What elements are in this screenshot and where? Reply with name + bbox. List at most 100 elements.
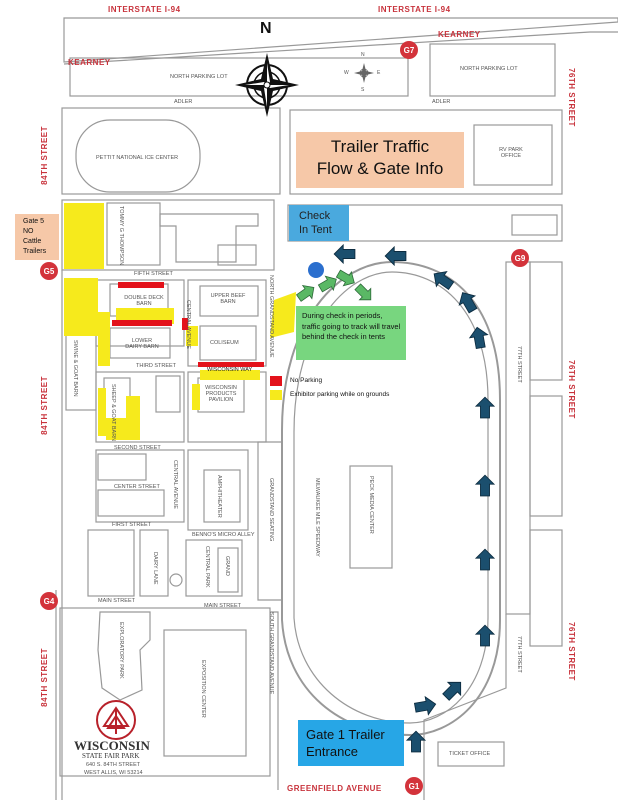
fair-logo-icon: [96, 700, 136, 740]
north-label: N: [260, 20, 272, 37]
legend-yellow-swatch: [270, 390, 282, 400]
gate5-line-3: Cattle: [23, 238, 42, 245]
bennos-label: BENNO'S MICRO ALLEY: [192, 532, 255, 538]
exposition-label: EXPOSITION CENTER: [200, 660, 206, 718]
second-street-label: SECOND STREET: [114, 445, 161, 451]
kearney-label-right: KEARNEY: [438, 30, 481, 39]
peck-label: PECK MEDIA CENTER: [368, 476, 374, 534]
exploratory-label: EXPLORATORY PARK: [118, 622, 124, 679]
adler-label-right: ADLER: [432, 99, 451, 105]
rv-park-label: RV PARK OFFICE: [499, 147, 523, 159]
kearney-label-left: KEARNEY: [68, 58, 111, 67]
traffic-note-box: During check in periods, traffic going t…: [296, 306, 406, 360]
double-deck-label: DOUBLE DECK BARN: [124, 295, 164, 307]
gate-4-badge: G4: [40, 592, 58, 610]
upper-beef-barn: [199, 285, 259, 317]
central-park-label: CENTRAL PARK: [204, 546, 210, 588]
street84-label-top: 84TH STREET: [40, 126, 49, 185]
gate-5-badge: G5: [40, 262, 58, 280]
main-street-right-label: MAIN STREET: [204, 603, 241, 609]
legend-red-swatch: [270, 376, 282, 386]
ice-center-label: PETTIT NATIONAL ICE CENTER: [96, 155, 179, 161]
title-line-2: Flow & Gate Info: [316, 159, 444, 178]
checkin-line-1: Check: [299, 210, 331, 222]
tommy-label: TOMMY G THOMPSON: [118, 206, 124, 266]
ticket-office-label: TICKET OFFICE: [449, 751, 491, 757]
adler-label-left: ADLER: [174, 99, 193, 105]
legend-no-parking: No Parking: [290, 377, 323, 384]
rose-s: S: [361, 87, 365, 93]
amphitheater-building: [203, 469, 241, 523]
street77-label-bottom: 77TH STREET: [516, 636, 522, 673]
rose-e: E: [377, 70, 381, 76]
products-label: WISCONSIN PRODUCTS PAVILION: [205, 385, 237, 403]
main-street-left-label: MAIN STREET: [98, 598, 135, 604]
check-in-marker: [308, 262, 324, 278]
street76-label-bottom: 76TH STREET: [567, 622, 576, 681]
exposition-center-building: [163, 629, 247, 757]
gate1-line-2: Entrance: [306, 744, 359, 759]
north-lot-right: [429, 43, 556, 97]
rv-park-building: [473, 124, 553, 186]
race-track-outer: [281, 260, 501, 737]
compass-rose-icon: [235, 53, 299, 117]
rose-n: N: [361, 52, 365, 58]
lower-dairy-label: LOWER DAIRY BARN: [125, 338, 159, 350]
gate-1-badge: G1: [405, 777, 423, 795]
ice-center-rink: [75, 119, 201, 193]
south-grandstand-label: SOUTH GRANDSTAND AVENUE: [268, 612, 274, 695]
title-box: Trailer Traffic Flow & Gate Info: [296, 132, 464, 188]
dairy-lane-label: DAIRY LANE: [152, 552, 158, 585]
central-ave-label-1: CENTRAL AVENUE: [185, 300, 191, 349]
central-ave-label-2: CENTRAL AVENUE: [172, 460, 178, 509]
no-parking-areas: [112, 282, 264, 367]
amphitheater-label: AMPHITHEATER: [216, 475, 222, 518]
rose-w: W: [344, 70, 349, 76]
street84-label-mid: 84TH STREET: [40, 376, 49, 435]
gate-9-badge: G9: [511, 249, 529, 267]
north-lot-left-label: NORTH PARKING LOT: [170, 74, 228, 80]
north-grandstand-label: NORTH GRANDSTAND AVENUE: [268, 275, 274, 358]
gate1-line-1: Gate 1 Trailer: [306, 727, 385, 742]
center-street-label: CENTER STREET: [114, 484, 160, 490]
gate5-line-2: NO: [23, 228, 34, 235]
logo-sub: STATE FAIR PARK: [82, 752, 140, 760]
exhibitor-parking-areas: [64, 203, 296, 440]
upper-beef-label: UPPER BEEF BARN: [210, 293, 246, 305]
gate5-note-box: Gate 5 NO Cattle Trailers: [15, 214, 59, 260]
north-lot-right-label: NORTH PARKING LOT: [460, 66, 518, 72]
grandstand-seating-label: GRANDSTAND SEATING: [268, 478, 274, 542]
fifth-street-label: FIFTH STREET: [134, 271, 173, 277]
sheep-label: SHEEP & GOAT BARN: [110, 384, 116, 442]
third-street-label: THIRD STREET: [136, 363, 177, 369]
check-in-box: Check In Tent: [289, 205, 349, 241]
small-compass-icon: [354, 63, 374, 83]
checkin-line-2: In Tent: [299, 224, 332, 236]
peck-media-building: [349, 465, 393, 569]
logo-address-1: 640 S. 84TH STREET: [86, 762, 141, 768]
ticket-office-building: [437, 741, 505, 767]
speedway-label: MILWAUKEE MILE SPEEDWAY: [314, 478, 320, 557]
coliseum: [199, 325, 257, 361]
interstate-strip: [63, 17, 618, 63]
logo-name: WISCONSIN: [74, 738, 150, 753]
ice-center-block: [61, 107, 281, 195]
interstate-label-left: INTERSTATE I-94: [108, 5, 181, 14]
street77-label-top: 77TH STREET: [516, 346, 522, 383]
gate-7-badge: G7: [400, 41, 418, 59]
gate5-line-4: Trailers: [23, 248, 47, 255]
exploratory-park-shape: [97, 611, 151, 701]
street76-label-top: 76TH STREET: [567, 68, 576, 127]
title-line-1: Trailer Traffic: [330, 137, 430, 156]
legend-exhibitor: Exhibitor parking while on grounds: [290, 391, 390, 398]
street84-label-bottom: 84TH STREET: [40, 648, 49, 707]
logo-address-2: WEST ALLIS, WI 53214: [84, 770, 143, 776]
gate5-line-1: Gate 5: [23, 218, 45, 225]
first-street-label: FIRST STREET: [112, 522, 152, 528]
swine-label: SWINE & GOAT BARN: [72, 340, 78, 397]
greenfield-label: GREENFIELD AVENUE: [287, 784, 382, 793]
interstate-label-right: INTERSTATE I-94: [378, 5, 451, 14]
north-lot-left: [69, 57, 409, 97]
